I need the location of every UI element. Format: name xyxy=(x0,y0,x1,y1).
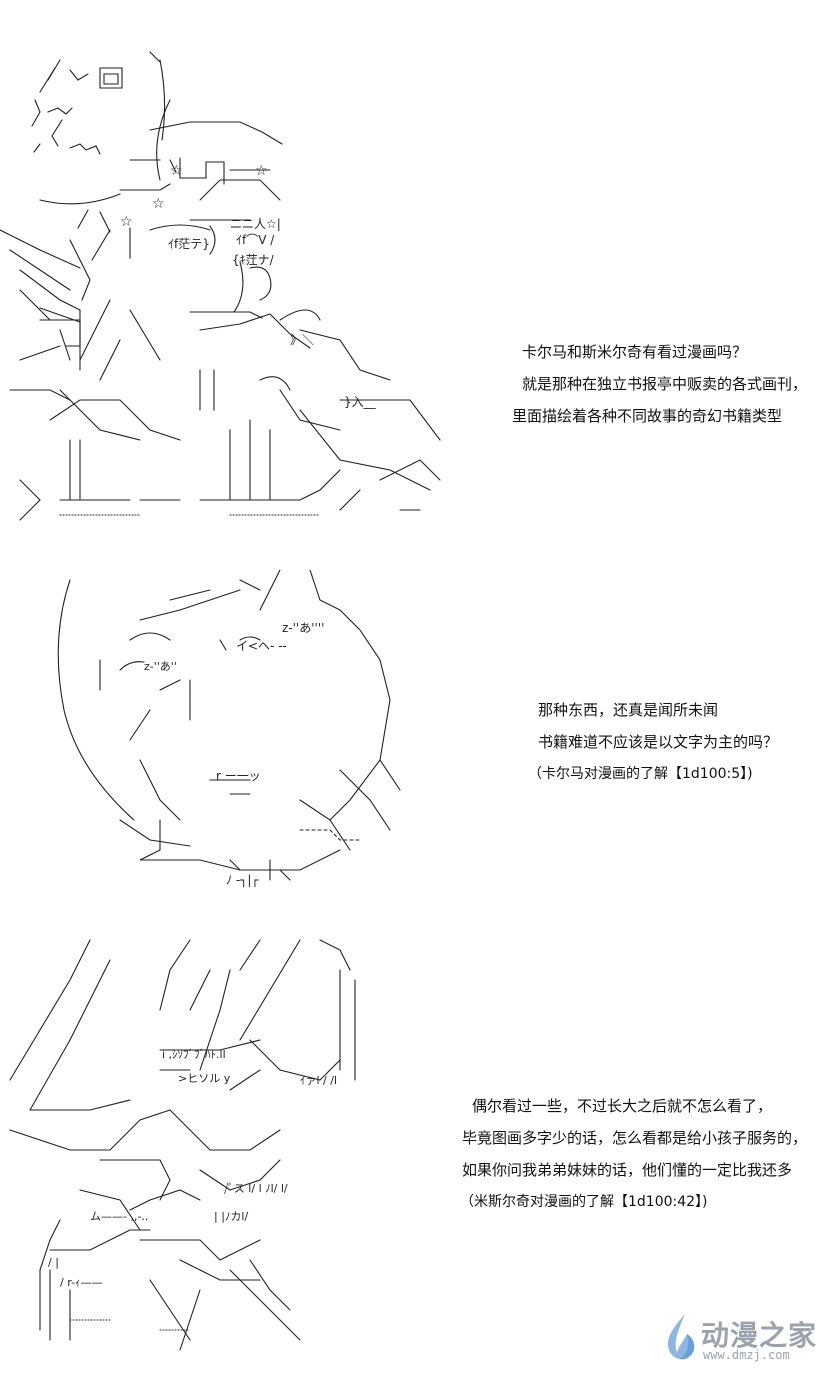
panel-2: z‐''あ'''' z‐''あ'' イ<ヘ- -- r ー一ッ ﾉ ‐┐|┌ 那… xyxy=(0,560,831,890)
art-text-eye-1: i ,ｼｿﾌﾞﾌﾞﾊﾄ.ll xyxy=(162,1048,226,1061)
art-text-label-4: ニニ人☆| xyxy=(230,217,281,231)
dialog-line-roll: （米斯尔奇对漫画的了解【1d100:42】) xyxy=(460,1194,708,1210)
dialog-panel-2: 那种东西，还真是闻所未闻 书籍难道不应该是以文字为主的吗？ （卡尔马对漫画的了解… xyxy=(528,694,779,790)
dialog-panel-1: 卡尔马和斯米尔奇有看过漫画吗？ 就是那种在独立书报亭中贩卖的各式画刊， 里面描绘… xyxy=(512,336,808,432)
panel-3: i ,ｼｿﾌﾞﾌﾞﾊﾄ.ll >ヒソル y ｲァl / /l /ﾟス l/ l … xyxy=(0,920,831,1360)
dialog-line: 卡尔马和斯米尔奇有看过漫画吗？ xyxy=(522,343,748,361)
art-text-star-4: ☆ xyxy=(152,196,165,212)
art-text-eye-2: >ヒソル y xyxy=(178,1072,231,1085)
art-text-collar: ﾉ ‐┐|┌ xyxy=(226,873,259,887)
dialog-panel-3: 偶尔看过一些，不过长大之后就不怎么看了， 毕竟图画多字少的话，怎么看都是给小孩子… xyxy=(460,1090,808,1218)
watermark-site-url: www.dmzj.com xyxy=(703,1348,790,1362)
dialog-line: 就是那种在独立书报亭中贩卖的各式画刊， xyxy=(522,375,808,393)
ascii-art-long-hair-figure: i ,ｼｿﾌﾞﾌﾞﾊﾄ.ll >ヒソル y ｲァl / /l /ﾟス l/ l … xyxy=(0,930,400,1360)
art-text-arm: / | xyxy=(48,1256,59,1269)
art-text-label-3: ｲf⌒V / xyxy=(236,233,275,247)
site-watermark: 动漫之家 www.dmzj.com xyxy=(661,1308,821,1368)
watermark-site-name: 动漫之家 xyxy=(701,1319,818,1352)
art-text-star-3: ☆ xyxy=(120,214,133,230)
dialog-line-roll: （卡尔马对漫画的了解【1d100:5】) xyxy=(528,766,753,782)
dialog-line: 毕竟图画多字少的话，怎么看都是给小孩子服务的， xyxy=(462,1129,808,1147)
dialog-line: 里面描绘着各种不同故事的奇幻书籍类型 xyxy=(512,407,783,425)
art-text-mouth: /ﾟス l/ l ﾉl/ l/ xyxy=(224,1182,288,1195)
art-text-label-1: ｲf茫テ} xyxy=(168,237,210,251)
art-text-sigh-1: z‐''あ'''' xyxy=(282,621,324,635)
art-text-eyes: イ<ヘ- -- xyxy=(236,639,287,653)
dialog-line: 偶尔看过一些，不过长大之后就不怎么看了， xyxy=(472,1097,773,1115)
dialog-line: 书籍难道不应该是以文字为主的吗？ xyxy=(538,733,779,751)
art-text-label-5: 》＼ xyxy=(290,333,314,347)
art-text-label-6: }入__ xyxy=(344,395,377,409)
flame-drop-icon xyxy=(663,1312,699,1368)
dialog-line: 如果你问我弟弟妹妹的话，他们懂的一定比我还多 xyxy=(462,1161,793,1179)
art-text-label-2: {ｷ茳ナ/ xyxy=(232,253,275,267)
ascii-art-face: z‐''あ'''' z‐''あ'' イ<ヘ- -- r ー一ッ ﾉ ‐┐|┌ xyxy=(40,570,440,890)
art-text-mouth: r ー一ッ xyxy=(216,769,261,783)
dialog-line: 那种东西，还真是闻所未闻 xyxy=(538,701,719,719)
art-text-collar: ム——- ,,-.. xyxy=(90,1210,148,1223)
art-text-star-1: ☆ xyxy=(170,163,183,179)
art-text-eye-3: ｲァl / /l xyxy=(300,1074,337,1087)
art-text-star-2: ☆ xyxy=(255,163,268,179)
ascii-art-two-figures: ☆ ☆ ☆ ☆ ｲf茫テ} {ｷ茳ナ/ ｲf⌒V / ニニ人☆| 》＼ }入__ xyxy=(0,40,450,530)
art-text-chin: | |ﾉカl/ xyxy=(214,1210,248,1223)
art-text-hand: / r-ｨ—— xyxy=(60,1276,103,1289)
panel-1: ☆ ☆ ☆ ☆ ｲf茫テ} {ｷ茳ナ/ ｲf⌒V / ニニ人☆| 》＼ }入__… xyxy=(0,0,831,540)
art-text-sigh-2: z‐''あ'' xyxy=(144,660,177,673)
